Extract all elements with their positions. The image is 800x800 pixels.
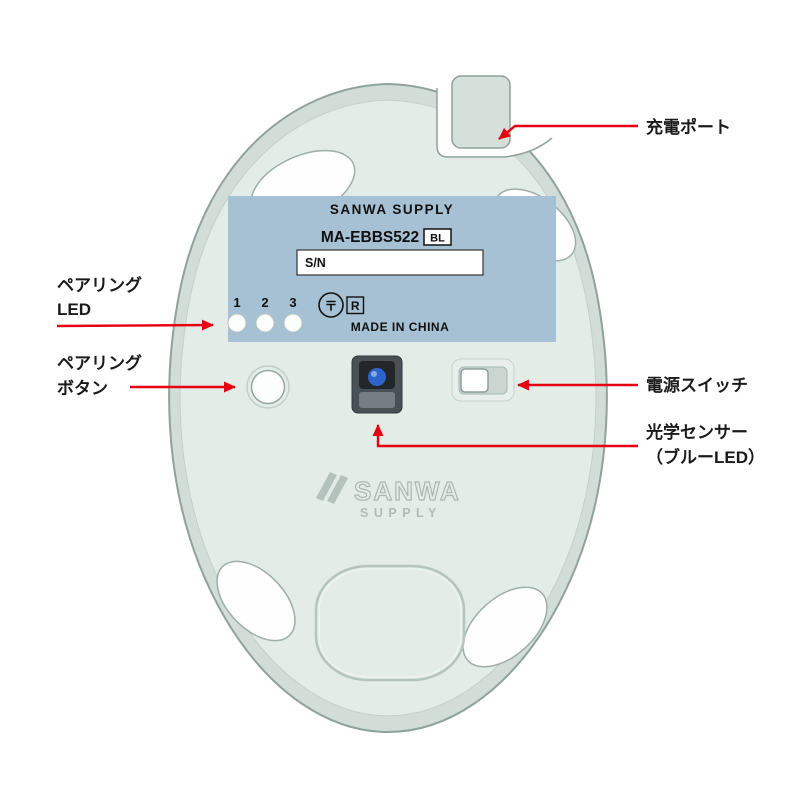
pairing-button-recess — [246, 365, 290, 409]
pairing-led-indicator-1 — [227, 313, 247, 333]
serial-box — [296, 249, 484, 276]
model-text: MA-EBBS522 — [321, 229, 419, 246]
annotation-label-optical-sensor-line2: （ブルーLED） — [646, 447, 765, 467]
led-number-2: 2 — [261, 295, 268, 310]
charging-port-tab — [451, 75, 511, 149]
annotation-label-optical-sensor-line1: 光学センサー — [645, 422, 748, 442]
annotation-line-pairing-led — [56, 319, 214, 331]
annotation-label-pairing-led-line1: ペアリング — [57, 275, 142, 295]
embossed-oval — [314, 564, 466, 682]
annotation-label-power-switch: 電源スイッチ — [646, 375, 748, 395]
brand-text: SANWA SUPPLY — [330, 202, 454, 217]
made-in-china-text: MADE IN CHINA — [351, 320, 450, 334]
power-switch-knob — [460, 368, 489, 393]
led-number-3: 3 — [289, 295, 296, 310]
r-mark: R — [351, 299, 360, 313]
giteki-certification-mark-circle — [318, 292, 344, 318]
mouse-foot-bottom-left — [216, 560, 296, 642]
giteki-certification-mark: 〒 — [324, 299, 337, 314]
optical-sensor-lower-face — [359, 392, 395, 408]
annotation-line-charging-port — [498, 124, 638, 140]
pairing-led-indicator-2 — [255, 313, 275, 333]
embossed-oval-highlight — [318, 568, 462, 678]
annotation-line-optical-sensor — [372, 424, 638, 448]
led-number-1: 1 — [233, 295, 240, 310]
annotation-label-charging-port: 充電ポート — [646, 117, 731, 137]
model-color-badge: BL — [430, 233, 445, 245]
annotation-label-pairing-button-line1: ペアリング — [57, 353, 142, 373]
r-mark-box — [346, 296, 365, 315]
sanwa-logo-icon-stripe — [327, 475, 348, 504]
sanwa-logo-subtext: SUPPLY — [360, 506, 442, 520]
model-color-badge-box — [423, 228, 452, 246]
charging-port-notch-edge — [436, 88, 553, 158]
pairing-led-indicator-3 — [283, 313, 303, 333]
serial-label: S/N — [305, 256, 326, 270]
sensor-lens-highlight — [371, 371, 377, 377]
sensor-lens — [368, 368, 386, 386]
mouse-foot-bottom-right — [462, 586, 548, 668]
pairing-button — [250, 369, 286, 405]
annotation-label-pairing-led-line2: LED — [57, 300, 91, 319]
sanwa-logo-icon — [316, 472, 337, 501]
sanwa-logo-text: SANWA — [354, 476, 461, 506]
annotation-label-pairing-button-line2: ボタン — [57, 379, 108, 398]
